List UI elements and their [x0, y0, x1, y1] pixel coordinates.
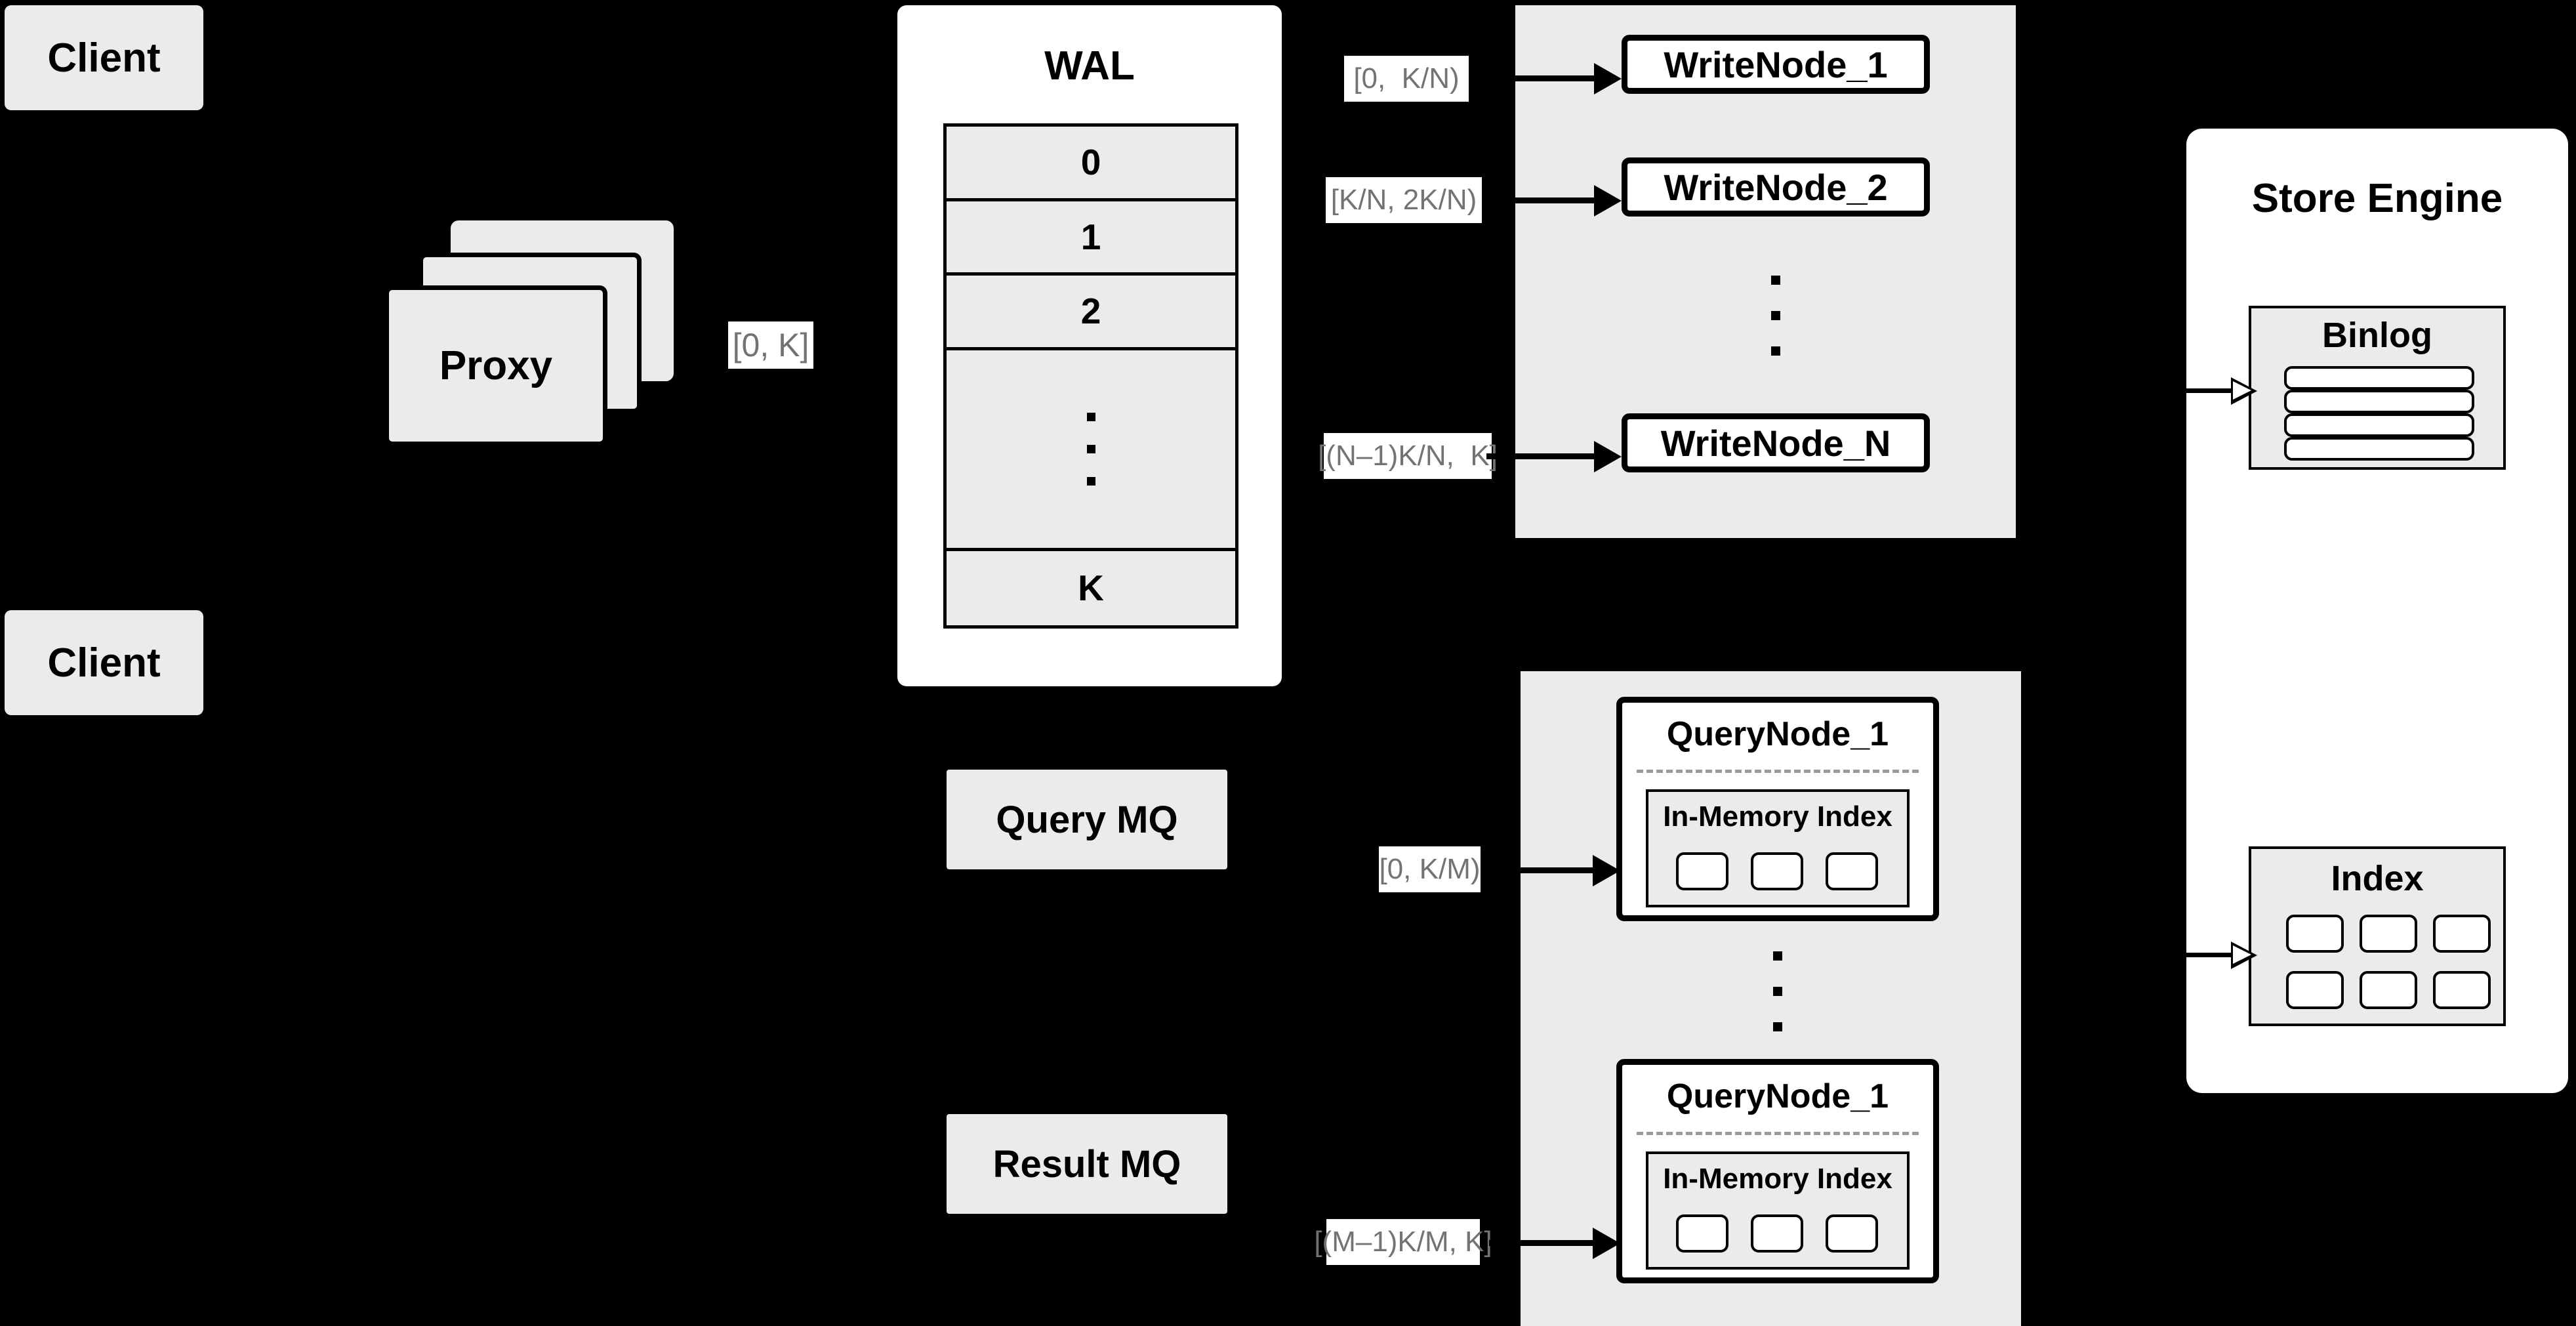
ellipsis-dot [1086, 412, 1095, 421]
proxy-label: Proxy [439, 343, 553, 388]
range-label-write-n: [(N–1)K/N, K] [1318, 433, 1498, 479]
wal-title: WAL [1044, 43, 1135, 89]
range-label-query-m: [(M–1)K/M, K] [1314, 1219, 1492, 1265]
write-node-n[interactable]: WriteNode_N [1622, 413, 1930, 472]
store-engine-title: Store Engine [2251, 176, 2503, 221]
index-cell[interactable] [2360, 971, 2417, 1009]
ellipsis-dot [1773, 1022, 1782, 1031]
range-label-write-2: [K/N, 2K/N) [1326, 177, 1482, 223]
index-cell[interactable] [2433, 915, 2491, 953]
ellipsis-dot [1773, 951, 1782, 961]
query-node-1-in-memory-index: In-Memory Index [1646, 789, 1910, 907]
query-cluster-ellipsis [1773, 951, 1782, 1031]
index-cell[interactable] [2286, 915, 2344, 953]
query-mq-label: Query MQ [996, 798, 1178, 841]
write-node-2-label: WriteNode_2 [1664, 166, 1888, 208]
index-cell[interactable] [2433, 971, 2491, 1009]
ellipsis-dot [1771, 346, 1780, 356]
binlog-entry[interactable] [2284, 437, 2474, 461]
ellipsis-dot [1771, 276, 1780, 285]
write-node-n-label: WriteNode_N [1660, 422, 1891, 464]
write-node-2[interactable]: WriteNode_2 [1622, 157, 1930, 217]
wal-row[interactable]: 2 [947, 276, 1235, 350]
wal-row[interactable]: 1 [947, 201, 1235, 276]
range-label-query-1: [0, K/M) [1379, 846, 1481, 892]
wal-row[interactable]: 0 [947, 127, 1235, 201]
query-node-m-in-memory-index: In-Memory Index [1646, 1151, 1910, 1270]
client-box-1[interactable]: Client [5, 5, 203, 110]
wal-row-ellipsis [947, 350, 1235, 551]
index-title: Index [2331, 859, 2424, 898]
query-node-m-label: QueryNode_1 [1666, 1077, 1889, 1115]
proxy-box[interactable]: Proxy [384, 285, 607, 446]
index-cell[interactable] [2360, 915, 2417, 953]
index-cell[interactable] [1751, 1214, 1803, 1253]
index-cell[interactable] [1676, 852, 1728, 890]
query-node-1-divider [1637, 770, 1919, 773]
query-node-m-index-label: In-Memory Index [1663, 1163, 1892, 1195]
write-node-1[interactable]: WriteNode_1 [1622, 35, 1930, 94]
ellipsis-dot [1771, 311, 1780, 320]
range-label-write-1: [0, K/N) [1344, 56, 1469, 102]
store-engine-panel: Store Engine Binlog Index [2186, 129, 2568, 1093]
write-cluster-ellipsis [1771, 276, 1780, 356]
binlog-title: Binlog [2322, 316, 2432, 355]
wal-table: 0 1 2 K [943, 123, 1238, 629]
query-node-1-index-label: In-Memory Index [1663, 800, 1892, 833]
ellipsis-dot [1773, 987, 1782, 996]
range-label-proxy-out: [0, K] [728, 321, 813, 369]
binlog-entry[interactable] [2284, 413, 2474, 437]
binlog-entry[interactable] [2284, 366, 2474, 390]
ellipsis-dot [1086, 476, 1095, 486]
wal-row[interactable]: K [947, 550, 1235, 625]
query-node-1[interactable]: QueryNode_1 In-Memory Index [1616, 697, 1939, 921]
index-cell[interactable] [1676, 1214, 1728, 1253]
index-cell[interactable] [2286, 971, 2344, 1009]
wal-panel: WAL 0 1 2 K [897, 5, 1282, 686]
query-mq-box[interactable]: Query MQ [947, 770, 1227, 869]
query-node-1-label: QueryNode_1 [1666, 715, 1889, 753]
query-node-m[interactable]: QueryNode_1 In-Memory Index [1616, 1059, 1939, 1283]
index-cell[interactable] [1751, 852, 1803, 890]
client-box-2[interactable]: Client [5, 610, 203, 715]
result-mq-box[interactable]: Result MQ [947, 1114, 1227, 1214]
client-label-2: Client [47, 640, 161, 686]
binlog-entry[interactable] [2284, 390, 2474, 413]
query-node-m-divider [1637, 1132, 1919, 1135]
ellipsis-dot [1086, 444, 1095, 453]
write-node-1-label: WriteNode_1 [1664, 43, 1888, 85]
binlog-panel: Binlog [2249, 306, 2506, 470]
result-mq-label: Result MQ [992, 1142, 1181, 1186]
index-cell[interactable] [1826, 1214, 1878, 1253]
client-label-1: Client [47, 35, 161, 81]
index-cell[interactable] [1826, 852, 1878, 890]
index-panel: Index [2249, 846, 2506, 1026]
